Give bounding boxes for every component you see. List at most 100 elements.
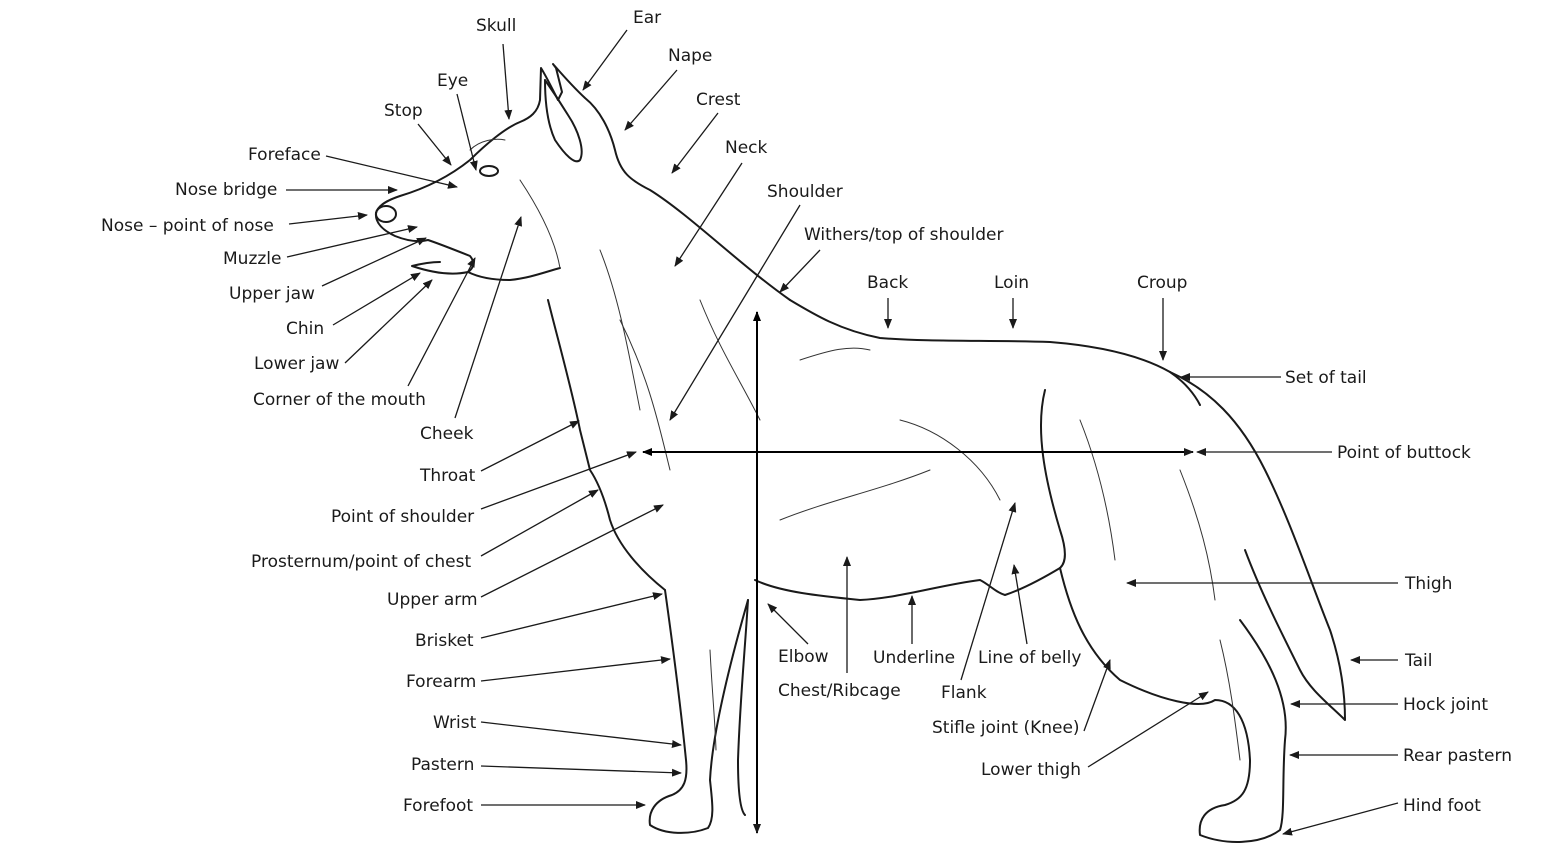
- label-line-of-belly: Line of belly: [978, 648, 1081, 668]
- dog-fur-detail-2: [619, 319, 671, 471]
- measurement-lines: [642, 311, 1194, 834]
- dog-throat-chest-outline: [547, 299, 666, 591]
- label-thigh: Thigh: [1404, 574, 1452, 594]
- arrow-crest: [671, 112, 719, 174]
- label-brisket: Brisket: [415, 631, 474, 651]
- label-corner-of-mouth: Corner of the mouth: [253, 390, 426, 410]
- dog-underline: [754, 567, 1061, 601]
- label-hock-joint: Hock joint: [1403, 695, 1488, 715]
- arrow-elbow: [767, 603, 809, 645]
- label-stop: Stop: [384, 101, 423, 121]
- label-withers: Withers/top of shoulder: [804, 225, 1003, 245]
- dog-fur-detail-8: [1179, 469, 1216, 601]
- label-upper-arm: Upper arm: [387, 590, 478, 610]
- arrow-wrist: [480, 721, 682, 748]
- label-pastern: Pastern: [411, 755, 474, 775]
- dog-fur-detail-10: [1219, 639, 1241, 761]
- label-point-of-buttock: Point of buttock: [1337, 443, 1471, 463]
- label-back: Back: [867, 273, 908, 293]
- label-rear-pastern: Rear pastern: [1403, 746, 1512, 766]
- label-elbow: Elbow: [778, 647, 829, 667]
- label-nose-bridge: Nose bridge: [175, 180, 277, 200]
- dog-ear-inner: [544, 79, 583, 163]
- label-ear: Ear: [633, 8, 661, 28]
- label-chest-ribcage: Chest/Ribcage: [778, 681, 901, 701]
- label-crest: Crest: [696, 90, 741, 110]
- arrow-muzzle: [286, 225, 418, 258]
- dog-tail-outline: [1169, 371, 1346, 721]
- label-stifle-joint: Stifle joint (Knee): [932, 718, 1080, 738]
- label-neck: Neck: [725, 138, 768, 158]
- label-tail: Tail: [1404, 651, 1432, 671]
- label-flank: Flank: [941, 683, 987, 703]
- arrow-nape: [624, 69, 678, 131]
- dog-topline: [789, 299, 1201, 406]
- dog-fur-detail-7: [1079, 419, 1116, 561]
- label-underline: Underline: [873, 648, 955, 668]
- arrow-flank: [960, 502, 1017, 681]
- arrow-pastern: [480, 765, 682, 777]
- arrow-foreface: [325, 155, 458, 189]
- arrow-hind-foot: [1282, 802, 1399, 836]
- arrow-brisket: [480, 592, 663, 639]
- arrow-cheek: [454, 216, 522, 419]
- dog-front-leg-near: [648, 589, 749, 834]
- dog-fur-detail-1: [599, 249, 641, 411]
- label-lower-thigh: Lower thigh: [981, 760, 1081, 780]
- leader-arrows: [286, 29, 1399, 836]
- arrow-withers: [779, 249, 821, 293]
- arrow-stifle-joint: [1083, 659, 1111, 732]
- label-chin: Chin: [286, 319, 324, 339]
- dog-fur-detail-4: [799, 347, 871, 361]
- label-throat: Throat: [419, 466, 476, 486]
- arrow-chin: [332, 272, 421, 326]
- arrow-neck: [674, 162, 743, 267]
- dog-fur-detail-9: [709, 649, 717, 751]
- label-croup: Croup: [1137, 273, 1187, 293]
- dog-eye-shape: [479, 165, 499, 177]
- label-upper-jaw: Upper jaw: [229, 284, 315, 304]
- dog-nose-shape: [375, 205, 397, 223]
- arrow-throat: [480, 420, 580, 472]
- arrow-eye: [456, 93, 478, 171]
- arrow-stop: [417, 123, 452, 166]
- arrow-line-of-belly: [1011, 564, 1028, 645]
- arrow-point-of-shoulder: [480, 451, 637, 510]
- label-loin: Loin: [994, 273, 1029, 293]
- label-skull: Skull: [476, 16, 516, 36]
- arrow-prosternum: [480, 489, 599, 557]
- arrow-upper-jaw: [321, 237, 427, 287]
- label-wrist: Wrist: [433, 713, 477, 733]
- arrow-lower-jaw: [344, 279, 433, 364]
- dog-fur-detail-11: [469, 138, 506, 151]
- dog-rear-leg-thigh: [1040, 389, 1066, 569]
- label-eye: Eye: [437, 71, 468, 91]
- label-prosternum: Prosternum/point of chest: [251, 552, 471, 572]
- label-muzzle: Muzzle: [223, 249, 281, 269]
- arrow-forearm: [480, 656, 671, 682]
- arrow-upper-arm: [480, 504, 664, 598]
- dog-fur-detail-5: [779, 469, 931, 521]
- arrow-corner-of-mouth: [407, 257, 476, 387]
- label-forefoot: Forefoot: [403, 796, 473, 816]
- arrow-skull: [502, 43, 513, 120]
- arrow-ear: [582, 29, 628, 91]
- arrow-lower-thigh: [1087, 691, 1209, 768]
- dog-rear-leg-near: [1059, 567, 1287, 843]
- label-nape: Nape: [668, 46, 712, 66]
- label-cheek: Cheek: [420, 424, 474, 444]
- dog-muzzle-underside: [374, 212, 475, 275]
- anatomy-labels: Skull Ear Nape Eye Crest Stop Neck Foref…: [101, 8, 1512, 816]
- dog-front-leg-far: [737, 599, 749, 816]
- label-point-of-shoulder: Point of shoulder: [331, 507, 474, 527]
- dog-fur-detail-3: [699, 299, 761, 421]
- dog-fur-detail-12: [519, 179, 561, 269]
- label-hind-foot: Hind foot: [1403, 796, 1481, 816]
- label-forearm: Forearm: [406, 672, 476, 692]
- arrow-nose: [288, 212, 368, 225]
- label-set-of-tail: Set of tail: [1285, 368, 1367, 388]
- dog-fur-detail-6: [899, 419, 1001, 501]
- label-nose: Nose – point of nose: [101, 216, 274, 236]
- dog-jaw-line: [467, 267, 561, 281]
